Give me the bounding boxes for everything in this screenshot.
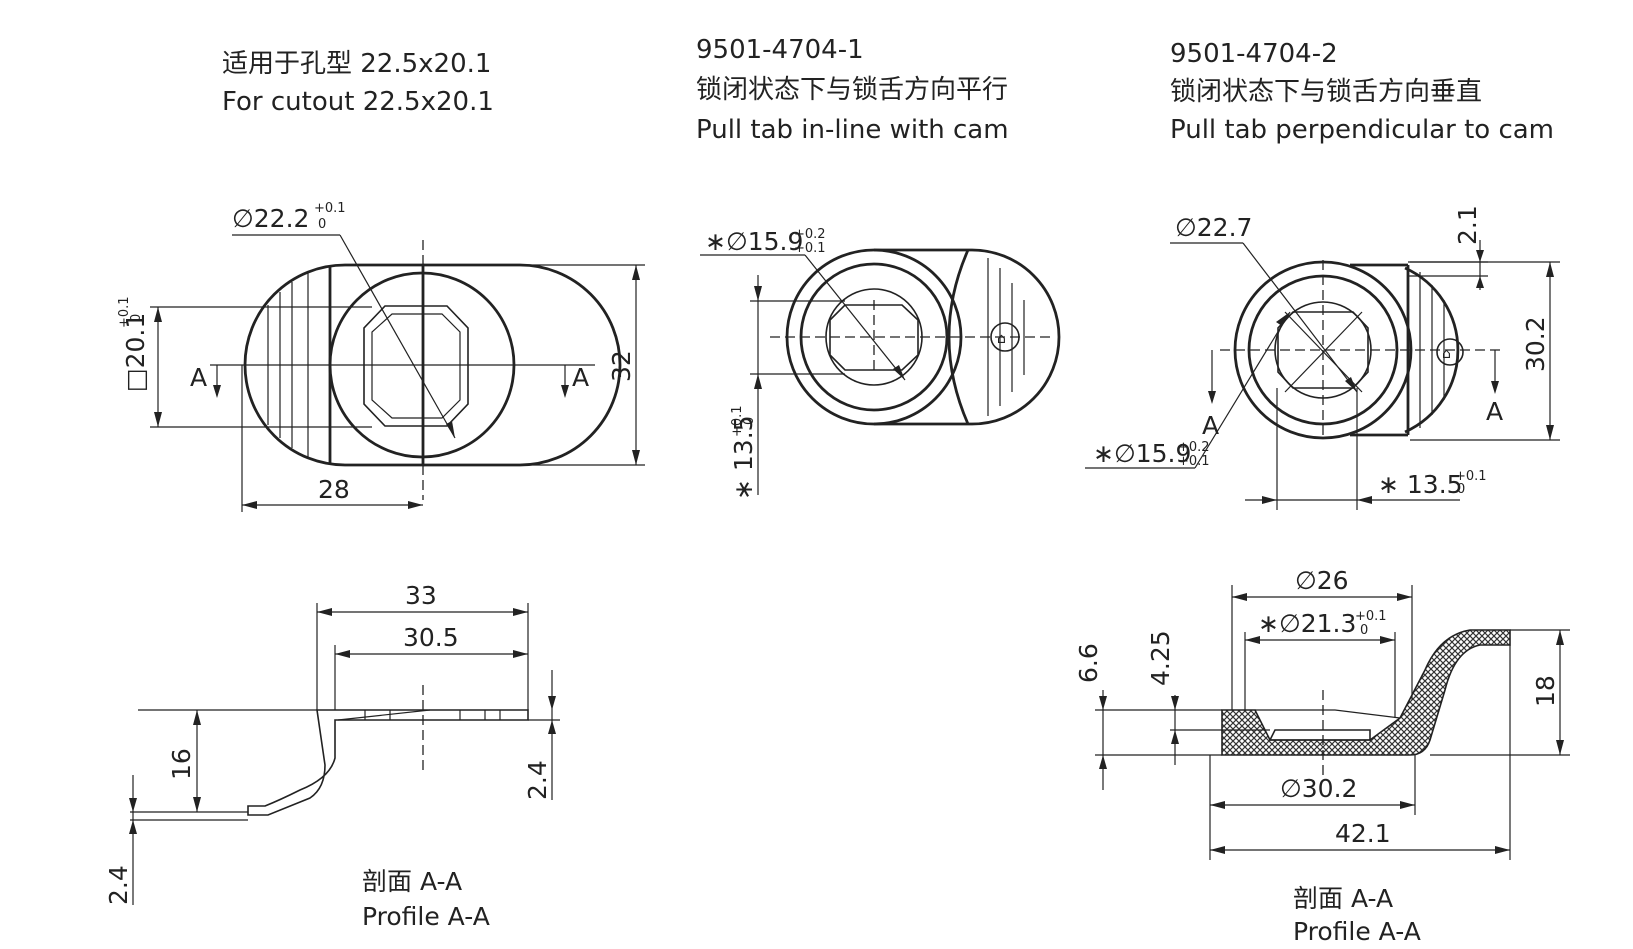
cutout-section-left-label: A: [190, 363, 207, 392]
profile-left-web: [337, 709, 431, 721]
v1-dia-tol-upper: +0.2: [794, 227, 826, 242]
v1-dia-tol-lower: +0.1: [794, 241, 826, 256]
cutout-dia-tol-lower: 0: [318, 217, 326, 232]
v2-dia-leader: [1194, 311, 1291, 469]
cutout-dia-arrow: [446, 421, 455, 438]
profile-right-section: [1221, 629, 1511, 756]
v2-section-left-arrow: [1208, 391, 1216, 404]
v2-dia-label: ∗∅15.9: [1093, 439, 1191, 468]
v2-dia-tol-upper: +0.2: [1178, 440, 1210, 455]
profile-right-213-label: ∗∅21.3: [1258, 609, 1356, 638]
v1-tab-edge: [947, 249, 970, 425]
profile-right-66-label: 6.6: [1074, 643, 1103, 683]
profile-right-inner-line: [1255, 709, 1401, 719]
v2-pull-tab: [1404, 266, 1460, 434]
cutout-section-right-label: A: [572, 363, 589, 392]
cutout-outer-body: [243, 263, 425, 467]
header-v2-en: Pull tab perpendicular to cam: [1170, 115, 1554, 145]
v1-pull-tab: [874, 248, 1061, 426]
v1-view: ⌂ ∗∅15.9 +0.2 +0.1 ∗ 13.5 +0.1 0: [700, 227, 1061, 500]
profile-left-ribs: [364, 710, 501, 720]
v2-dia-tol-lower: +0.1: [1178, 454, 1210, 469]
profile-left: 33 30.5 16 2.4 2.4 剖面 A-A Profile A-A: [104, 581, 560, 931]
profile-right-213-tol-upper: +0.1: [1355, 609, 1387, 624]
cutout-square: [363, 305, 469, 427]
profile-right-425-label: 4.25: [1146, 630, 1175, 686]
v2-dia-arrow: [1276, 312, 1290, 326]
cutout-flange-right: [423, 263, 622, 467]
v2-tab-frame: [1350, 263, 1408, 437]
cutout-height-label: 32: [607, 350, 636, 382]
cutout-dia-label: ∅22.2: [232, 204, 309, 233]
profile-right-425-arrows: [1171, 696, 1179, 744]
profile-right-cam-seat: [1268, 729, 1371, 741]
cutout-width-label: 28: [318, 475, 350, 504]
header-cutout-cn: 适用于孔型 22.5x20.1: [222, 49, 491, 79]
header-v1-en: Pull tab in-line with cam: [696, 115, 1009, 145]
v2-view: ⌂ ∅22.7 2.1 30.2 A A ∗∅15.9 +0.2: [1085, 205, 1560, 510]
header-v1-cn: 锁闭状态下与锁舌方向平行: [696, 75, 1008, 105]
v2-gap-arrows: [1476, 250, 1484, 288]
profile-left-24l-arrows: [129, 798, 137, 834]
cutout-section-left-arrow: [213, 385, 221, 398]
v1-flat-tol-upper: +0.1: [730, 405, 745, 437]
header-v2-cn: 锁闭状态下与锁舌方向垂直: [1170, 77, 1482, 107]
v1-flat-tol-lower: 0: [742, 417, 757, 425]
profile-right-18-label: 18: [1531, 675, 1560, 707]
profile-right-421-label: 42.1: [1335, 819, 1391, 848]
profile-right-213-tol-lower: 0: [1360, 623, 1368, 638]
profile-right: ∅26 ∗∅21.3 +0.1 0 6.6 4.25 18 ∅30.2: [1074, 566, 1570, 946]
profile-left-24r-arrows: [548, 696, 556, 734]
v1-dia-arrow: [893, 365, 905, 380]
v1-flat-label: ∗ 13.5: [729, 415, 758, 500]
v2-height-label: 30.2: [1521, 316, 1550, 372]
v2-section-right-label: A: [1486, 397, 1503, 426]
header-v2-code: 9501-4704-2: [1170, 39, 1338, 69]
profile-left-24r-label: 2.4: [523, 760, 552, 800]
v2-outer-dia-leader: [1242, 242, 1358, 393]
v2-flat-tol-upper: +0.1: [1455, 469, 1487, 484]
profile-left-16-label: 16: [167, 748, 196, 780]
cutout-square-label: □20.1: [121, 313, 150, 392]
v2-outer-dia-arrow: [1345, 377, 1357, 392]
cutout-square-arrows: [154, 307, 162, 427]
v2-section-left-label: A: [1202, 411, 1219, 440]
v1-dia-label: ∗∅15.9: [705, 227, 803, 256]
headers: 适用于孔型 22.5x20.1 For cutout 22.5x20.1 950…: [222, 35, 1554, 145]
cutout-square-inner: [371, 313, 461, 419]
v2-gap-label: 2.1: [1453, 205, 1482, 245]
cutout-dia-leader: [339, 234, 456, 439]
profile-right-26-label: ∅26: [1295, 566, 1349, 595]
profile-left-part: [247, 709, 529, 816]
profile-right-213-arrows: [1245, 636, 1395, 644]
header-cutout-en: For cutout 22.5x20.1: [222, 87, 494, 117]
profile-right-caption-cn: 剖面 A-A: [1293, 884, 1393, 913]
profile-right-caption-en: Profile A-A: [1293, 917, 1421, 946]
v2-section-right-arrow: [1491, 381, 1499, 394]
v2-logo-circle: [1436, 338, 1464, 366]
profile-left-caption-cn: 剖面 A-A: [362, 867, 462, 896]
cutout-dia-tol-upper: +0.1: [314, 201, 346, 216]
profile-left-24l-label: 2.4: [104, 865, 133, 905]
v2-diag-2: [1284, 311, 1363, 393]
profile-left-caption-en: Profile A-A: [362, 902, 490, 931]
v1-dia-leader: [804, 254, 906, 381]
header-v1-code: 9501-4704-1: [696, 35, 864, 65]
v1-cam-flat: [829, 304, 919, 371]
v2-flat-label: ∗ 13.5: [1378, 470, 1463, 499]
profile-right-18-arrows: [1556, 630, 1564, 755]
profile-left-305-label: 30.5: [403, 623, 459, 652]
v1-logo-icon: ⌂: [997, 331, 1006, 347]
cutout-square-tol-upper: +0.1: [117, 296, 132, 328]
cutout-section-right-arrow: [561, 385, 569, 398]
cutout-view: ∅22.2 +0.1 0 □20.1 +0.1 0 A A 32 28: [117, 201, 645, 512]
profile-right-302-label: ∅30.2: [1280, 774, 1357, 803]
v2-flat-tol-lower: 0: [1457, 482, 1465, 497]
cutout-square-tol-lower: 0: [129, 314, 144, 322]
profile-left-33-label: 33: [405, 581, 437, 610]
v2-logo-icon: ⌂: [1442, 346, 1451, 362]
v2-outer-dia-label: ∅22.7: [1175, 213, 1252, 242]
